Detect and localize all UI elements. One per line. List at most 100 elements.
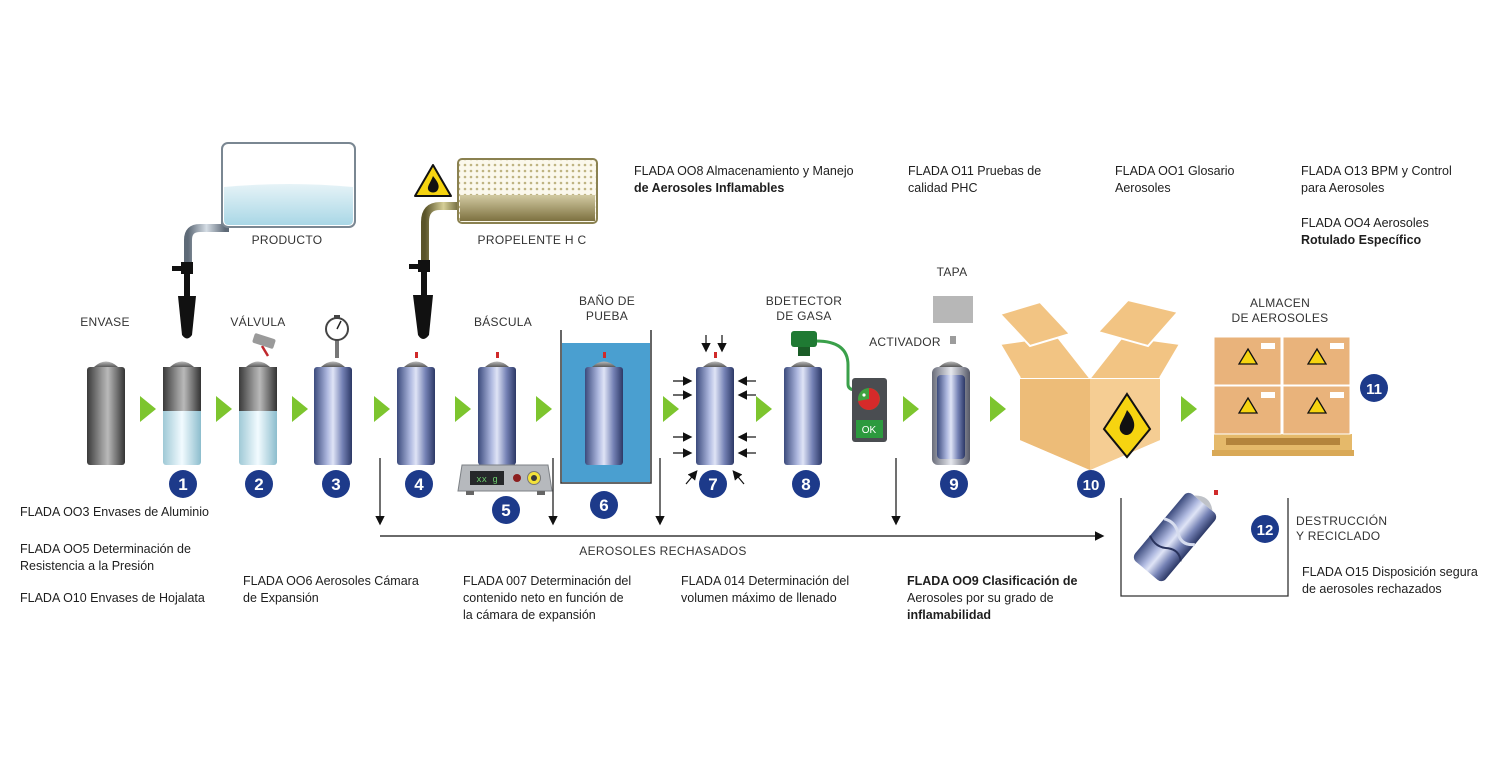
note-flada-011-line2: calidad PHC bbox=[908, 181, 978, 195]
flow-arrow-icon bbox=[140, 396, 156, 422]
note-flada-009-line2: Aerosoles por su grado de bbox=[907, 591, 1054, 605]
can-compression bbox=[673, 335, 756, 485]
note-flada-007-line3: la cámara de expansión bbox=[463, 608, 596, 622]
note-flada-013: FLADA O13 BPM y Control para Aerosoles bbox=[1301, 163, 1452, 197]
ok-button: OK bbox=[862, 425, 877, 436]
label-detector-line1: BDETECTOR bbox=[765, 294, 843, 308]
badge-6-number: 6 bbox=[599, 496, 608, 515]
note-flada-001: FLADA OO1 Glosario Aerosoles bbox=[1115, 163, 1235, 197]
note-flada-014-line1: FLADA 014 Determinación del bbox=[681, 574, 850, 588]
label-destruccion-line2: Y RECICLADO bbox=[1296, 529, 1381, 543]
flow-arrow-icon bbox=[455, 396, 471, 422]
can-activator bbox=[932, 296, 973, 465]
label-rechazados: AEROSOLES RECHASADOS bbox=[579, 544, 747, 558]
can-gas-detector bbox=[784, 331, 887, 465]
flow-arrow-icon bbox=[536, 396, 552, 422]
can-weighing bbox=[478, 352, 516, 465]
flow-arrow-icon bbox=[292, 396, 308, 422]
flow-arrow-icon bbox=[990, 396, 1006, 422]
label-bano: BAÑO DE PUEBA bbox=[562, 294, 652, 324]
note-flada-015-line2: de aerosoles rechazados bbox=[1302, 582, 1442, 596]
flow-arrow-icon bbox=[663, 396, 679, 422]
can-propellant bbox=[397, 352, 435, 465]
note-flada-006-line2: de Expansión bbox=[243, 591, 319, 605]
flow-arrow-icon bbox=[216, 396, 232, 422]
label-almacen: ALMACEN DE AEROSOLES bbox=[1220, 296, 1340, 326]
badge-4-number: 4 bbox=[414, 475, 424, 494]
water-bath bbox=[560, 330, 652, 484]
can-filled-product bbox=[163, 361, 201, 465]
badge-11-number: 11 bbox=[1366, 381, 1382, 398]
can-pressure bbox=[314, 315, 352, 465]
flame-warning-icon bbox=[414, 164, 452, 197]
note-flada-008-line2: de Aerosoles Inflamables bbox=[634, 181, 785, 195]
note-flada-011: FLADA O11 Pruebas de calidad PHC bbox=[908, 163, 1041, 197]
note-flada-004-line1: FLADA OO4 Aerosoles bbox=[1301, 216, 1429, 230]
note-flada-006: FLADA OO6 Aerosoles Cámara de Expansión bbox=[243, 573, 419, 607]
can-envase bbox=[87, 361, 125, 465]
badge-9-number: 9 bbox=[949, 475, 958, 494]
product-tank bbox=[172, 142, 356, 339]
note-flada-004: FLADA OO4 Aerosoles Rotulado Específico bbox=[1301, 215, 1429, 249]
note-flada-001-line2: Aerosoles bbox=[1115, 181, 1171, 195]
note-flada-009: FLADA OO9 Clasificación de Aerosoles por… bbox=[907, 573, 1077, 624]
stage-badge-numbers: 1 2 3 4 5 6 7 8 9 10 11 12 bbox=[178, 381, 1382, 539]
label-detector: BDETECTOR DE GASA bbox=[756, 294, 852, 324]
detector-box bbox=[852, 378, 887, 442]
flow-arrow-icon bbox=[1181, 396, 1197, 422]
note-flada-009-line1: FLADA OO9 Clasificación de bbox=[907, 574, 1078, 588]
flow-arrow-icon bbox=[374, 396, 390, 422]
note-flada-015: FLADA O15 Disposición segura de aerosole… bbox=[1302, 564, 1478, 598]
label-bascula: BÁSCULA bbox=[473, 315, 533, 329]
badge-2-number: 2 bbox=[254, 475, 263, 494]
stage-badges bbox=[169, 374, 1388, 543]
label-propelente: PROPELENTE H C bbox=[477, 233, 587, 247]
note-flada-014-line2: volumen máximo de llenado bbox=[681, 591, 837, 605]
note-flada-013-line2: para Aerosoles bbox=[1301, 181, 1385, 195]
note-flada-007-line2: contenido neto en función de bbox=[463, 591, 624, 605]
label-destruccion-line1: DESTRUCCIÓN bbox=[1296, 514, 1388, 528]
scale bbox=[457, 464, 553, 495]
label-bano-line1: BAÑO DE bbox=[578, 294, 636, 308]
label-detector-line2: DE GASA bbox=[776, 309, 832, 323]
note-flada-005-line2: Resistencia a la Presión bbox=[20, 559, 155, 573]
note-flada-013-line1: FLADA O13 BPM y Control bbox=[1301, 164, 1452, 178]
note-flada-009-line3: inflamabilidad bbox=[907, 608, 992, 622]
scale-display: xx g bbox=[476, 475, 498, 485]
note-flada-003: FLADA OO3 Envases de Aluminio bbox=[20, 504, 209, 521]
note-flada-010-text: FLADA O10 Envases de Hojalata bbox=[20, 591, 205, 605]
label-activador: ACTIVADOR bbox=[869, 335, 941, 349]
label-almacen-line2: DE AEROSOLES bbox=[1231, 311, 1329, 325]
badge-8-number: 8 bbox=[801, 475, 810, 494]
pressure-gauge-icon bbox=[325, 315, 349, 358]
note-flada-007-line1: FLADA 007 Determinación del bbox=[463, 574, 632, 588]
note-flada-015-line1: FLADA O15 Disposición segura bbox=[1302, 565, 1478, 579]
can-valve bbox=[239, 333, 277, 465]
flow-arrow-icon bbox=[756, 396, 772, 422]
badge-5-number: 5 bbox=[501, 501, 510, 520]
valve-icon bbox=[252, 333, 276, 357]
label-destruccion: DESTRUCCIÓN Y RECICLADO bbox=[1296, 514, 1387, 544]
note-flada-001-line1: FLADA OO1 Glosario bbox=[1115, 164, 1235, 178]
badge-3-number: 3 bbox=[331, 475, 340, 494]
note-flada-007: FLADA 007 Determinación del contenido ne… bbox=[463, 573, 631, 624]
storage-pallet bbox=[1212, 336, 1354, 456]
note-flada-008-line1: FLADA OO8 Almacenamiento y Manejo bbox=[634, 164, 854, 178]
flow-arrow-icon bbox=[903, 396, 919, 422]
badge-7-number: 7 bbox=[708, 475, 717, 494]
note-flada-006-line1: FLADA OO6 Aerosoles Cámara bbox=[243, 574, 419, 588]
label-valvula: VÁLVULA bbox=[230, 315, 286, 329]
propellant-tank bbox=[409, 158, 598, 339]
label-producto: PRODUCTO bbox=[251, 233, 323, 247]
badge-10-number: 10 bbox=[1083, 477, 1100, 494]
note-flada-003-text: FLADA OO3 Envases de Aluminio bbox=[20, 505, 209, 519]
note-flada-005: FLADA OO5 Determinación de Resistencia a… bbox=[20, 541, 191, 575]
destruction-area bbox=[1120, 490, 1289, 597]
shipping-box bbox=[998, 298, 1182, 470]
label-tapa: TAPA bbox=[936, 265, 968, 279]
flow-arrows bbox=[140, 396, 1197, 422]
label-bano-line2: PUEBA bbox=[585, 309, 629, 323]
note-flada-008: FLADA OO8 Almacenamiento y Manejo de Aer… bbox=[634, 163, 854, 197]
note-flada-004-line2: Rotulado Específico bbox=[1301, 233, 1422, 247]
